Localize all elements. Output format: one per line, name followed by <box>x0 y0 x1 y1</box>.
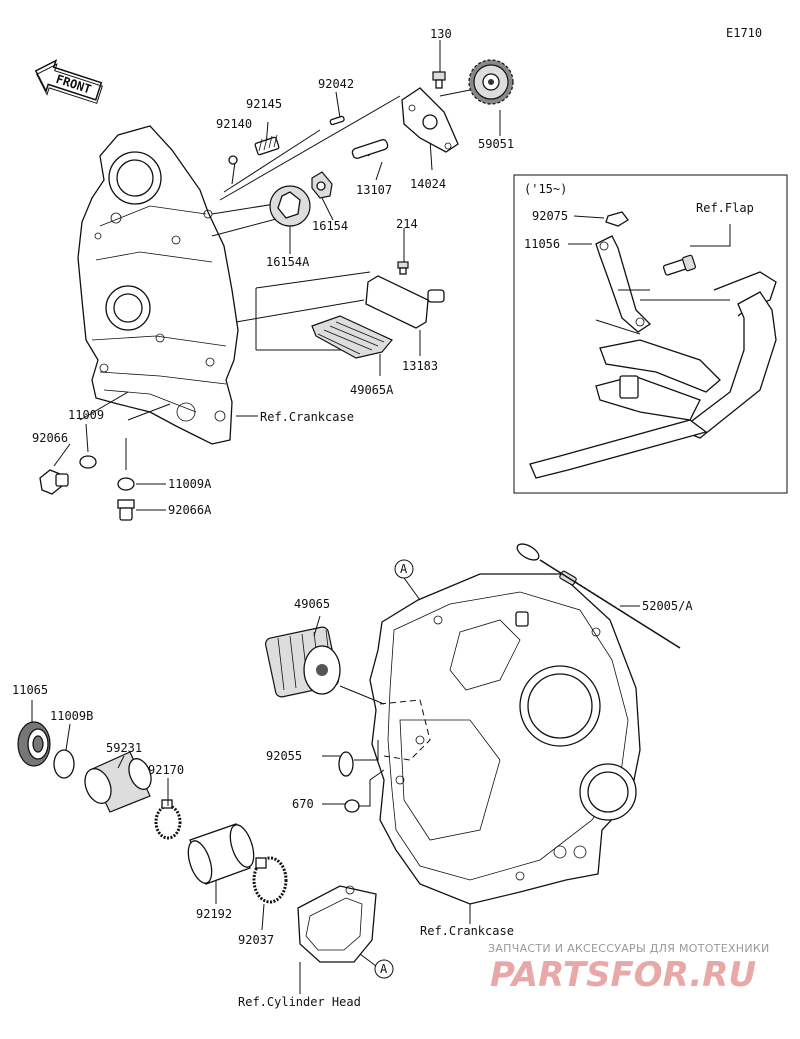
label-59231: 59231 <box>106 741 142 755</box>
label-11056: 11056 <box>524 237 560 251</box>
label-11065: 11065 <box>12 683 48 697</box>
dowel-pin <box>329 115 345 126</box>
leader-11009b <box>65 723 71 751</box>
label-92055: 92055 <box>266 749 302 763</box>
label-92066a: 92066A <box>168 503 212 517</box>
leader-49065 <box>313 615 321 637</box>
label-214: 214 <box>396 217 418 231</box>
label-16154a: 16154A <box>266 255 310 269</box>
drain-plug-92066 <box>39 469 69 495</box>
label-52005a: 52005/A <box>642 599 693 613</box>
front-arrow-icon: FRONT <box>34 59 103 104</box>
leader-59231 <box>117 755 125 769</box>
flap-bracket-drawing <box>529 211 777 479</box>
marker-a-lower-label: A <box>380 962 388 976</box>
leader-a-upper <box>403 577 421 601</box>
watermark-tagline: ЗАПЧАСТИ И АКСЕССУАРЫ ДЛЯ МОТОТЕХНИКИ <box>488 942 770 955</box>
outer-rotor <box>269 185 311 227</box>
leader-ref-flap <box>690 224 731 247</box>
o-ring-assembly-line-2 <box>358 769 385 807</box>
drain-plug-92066a <box>117 499 135 521</box>
label-ref-crankcase-lower: Ref.Crankcase <box>420 924 514 938</box>
label-ref-cylinder-head: Ref.Cylinder Head <box>238 995 361 1009</box>
label-13107: 13107 <box>356 183 392 197</box>
bearing-11065 <box>17 721 51 767</box>
label-92042: 92042 <box>318 77 354 91</box>
leader-92075 <box>573 215 605 219</box>
label-11009: 11009 <box>68 408 104 422</box>
gasket-11009b <box>53 749 75 779</box>
label-670: 670 <box>292 797 314 811</box>
cover-plate-13183 <box>365 275 445 329</box>
oil-filter <box>264 626 341 698</box>
cylinder-head-part <box>297 885 377 963</box>
diagram-code: E1710 <box>726 26 762 40</box>
label-92192: 92192 <box>196 907 232 921</box>
pump-cover <box>401 87 459 153</box>
variant-inset-box <box>513 174 788 494</box>
label-59051: 59051 <box>478 137 514 151</box>
marker-a-upper: A <box>394 559 414 579</box>
crankcase-cover-drawing <box>77 125 239 445</box>
oil-pump-gear <box>468 59 514 105</box>
label-13183: 13183 <box>402 359 438 373</box>
label-11009b: 11009B <box>50 709 93 723</box>
label-92170: 92170 <box>148 763 184 777</box>
bolt-214 <box>397 261 409 275</box>
label-ref-crankcase-upper: Ref.Crankcase <box>260 410 354 424</box>
label-11009a: 11009A <box>168 477 212 491</box>
o-ring-92055 <box>338 751 354 777</box>
label-49065: 49065 <box>294 597 330 611</box>
label-92037: 92037 <box>238 933 274 947</box>
pump-shaft <box>351 139 389 159</box>
filter-axis-line <box>339 685 385 705</box>
oil-dipstick <box>516 543 681 649</box>
o-ring-assembly-line <box>354 740 379 761</box>
marker-a-lower: A <box>374 959 394 979</box>
marker-a-upper-label: A <box>400 562 408 576</box>
label-92075: 92075 <box>532 209 568 223</box>
leader-a-lower <box>359 953 377 967</box>
label-130: 130 <box>430 27 452 41</box>
label-14024: 14024 <box>410 177 446 191</box>
watermark-logo: PARTSFOR.RU <box>490 955 756 995</box>
clamp-92037 <box>252 856 288 904</box>
label-92140: 92140 <box>216 117 252 131</box>
label-49065a: 49065A <box>350 383 394 397</box>
label-92145: 92145 <box>246 97 282 111</box>
oil-strainer <box>311 315 393 359</box>
leader-92037 <box>261 903 265 931</box>
label-92066: 92066 <box>32 431 68 445</box>
hose-92192 <box>187 823 255 885</box>
washer-11009a <box>117 477 135 491</box>
upper-leader-lines <box>53 40 501 511</box>
inner-rotor <box>311 171 333 199</box>
washer-11009 <box>79 455 97 469</box>
crankcase-half-drawing <box>369 573 641 905</box>
relief-spring <box>254 134 280 156</box>
clamp-92170 <box>154 799 182 840</box>
label-ref-flap: Ref.Flap <box>696 201 754 215</box>
label-16154: 16154 <box>312 219 348 233</box>
o-ring-670 <box>344 799 360 813</box>
pipe-59231 <box>84 751 152 813</box>
check-ball <box>228 155 238 165</box>
variant-label: ('15~) <box>524 182 567 196</box>
bolt-130 <box>432 71 446 89</box>
